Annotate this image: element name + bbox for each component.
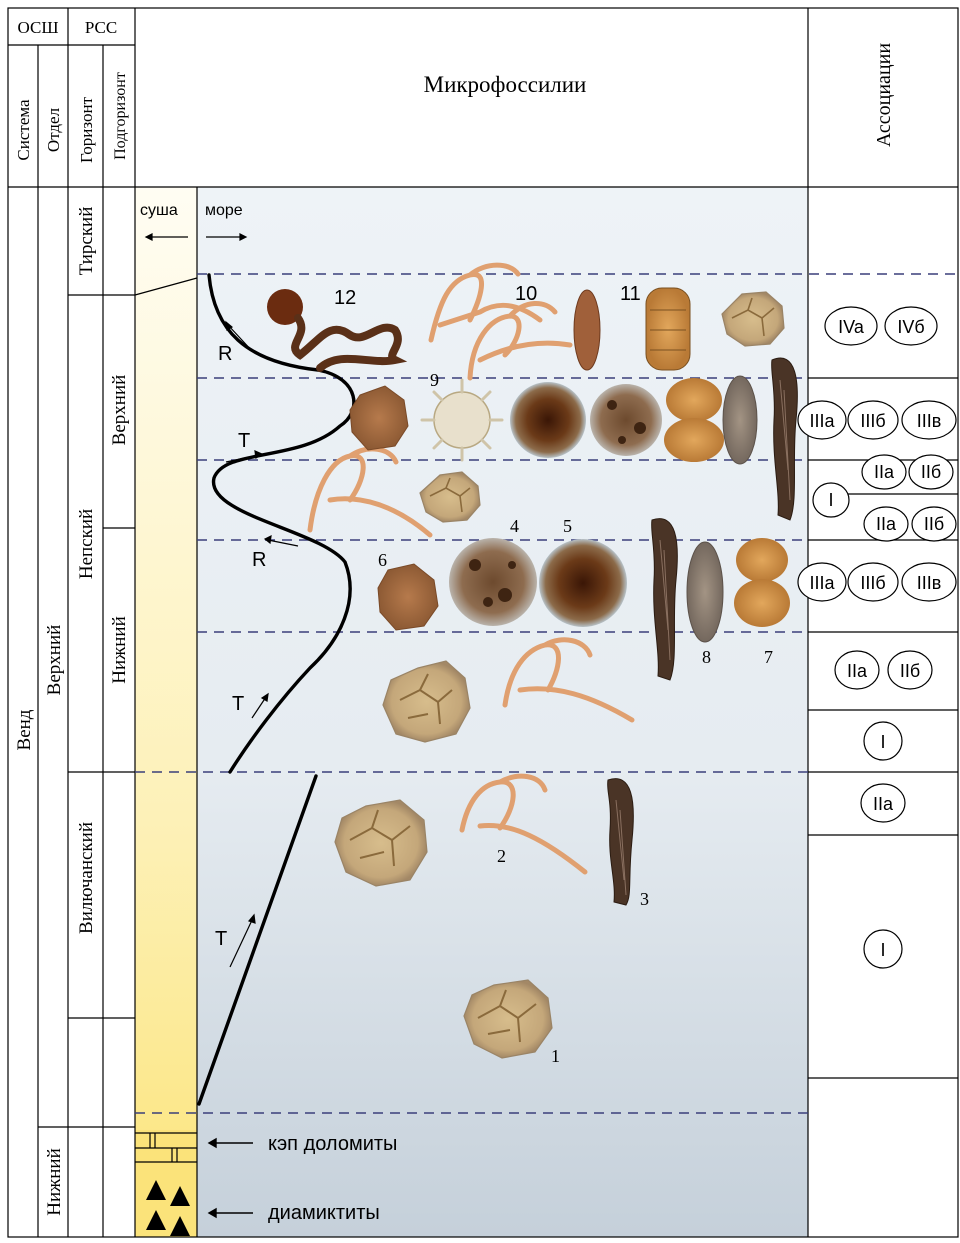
- assoc-IIIc-lower: IIIв: [917, 573, 942, 593]
- elongate-cell-icon: [574, 290, 600, 370]
- association-labels: IVa IVб IIIa IIIб IIIв IIa IIб I IIa IIб…: [809, 317, 944, 960]
- land-column: [135, 187, 197, 1237]
- label-horizon-nep: Непский: [76, 509, 97, 579]
- label-division-upper: Верхний: [44, 625, 65, 696]
- assoc-IIa-3: IIa: [847, 661, 868, 681]
- speckled-sphere-icon: [590, 384, 662, 456]
- label-system-vend: Венд: [14, 709, 35, 750]
- label-transgression-1: T: [238, 430, 250, 452]
- ovoid-icon: [723, 376, 757, 464]
- spiny-acritarch-icon: [422, 380, 502, 460]
- header-rss: РСС: [85, 18, 117, 37]
- label-cap-dolomites: кэп доломиты: [268, 1133, 397, 1155]
- ovoid-icon: [687, 542, 723, 642]
- specimen-number-11: 11: [620, 283, 641, 305]
- specimen-number-6: 6: [378, 550, 387, 570]
- assoc-IVa: IVa: [838, 317, 865, 337]
- specimen-number-1: 1: [551, 1046, 560, 1066]
- assoc-I-2: I: [880, 732, 885, 752]
- diamictite-bed: [135, 1130, 197, 1237]
- assoc-IIIa-upper: IIIa: [809, 411, 835, 431]
- label-land: суша: [140, 202, 178, 219]
- label-sea: море: [205, 202, 243, 219]
- assoc-IIIc-upper: IIIв: [917, 411, 942, 431]
- label-transgression-3: T: [215, 928, 227, 950]
- assoc-IIb-1: IIб: [921, 462, 941, 482]
- assoc-IIIa-lower: IIIa: [809, 573, 835, 593]
- specimen-number-2: 2: [497, 846, 506, 866]
- assoc-IIa-1: IIa: [874, 462, 895, 482]
- label-subhorizon-lower: Нижний: [109, 616, 130, 684]
- label-horizon-tir: Тирский: [76, 207, 97, 276]
- header-horizon: Горизонт: [77, 96, 96, 163]
- assoc-IIa-2: IIa: [876, 514, 897, 534]
- assoc-IVb: IVб: [897, 317, 924, 337]
- dark-sphere-icon: [539, 539, 627, 627]
- dark-sphere-icon: [510, 382, 586, 458]
- label-transgression-2: T: [232, 693, 244, 715]
- specimen-number-7: 7: [764, 647, 773, 667]
- header-microfossils: Микрофоссилии: [424, 72, 587, 97]
- specimen-number-12: 12: [334, 287, 356, 309]
- header-associations: Ассоциации: [873, 43, 895, 147]
- label-subhorizon-upper: Верхний: [109, 375, 130, 446]
- label-division-lower: Нижний: [44, 1148, 65, 1216]
- specimen-number-5: 5: [563, 516, 572, 536]
- assoc-IIb-3: IIб: [900, 661, 920, 681]
- specimen-number-10: 10: [515, 283, 537, 305]
- assoc-I-1: I: [828, 490, 833, 510]
- label-diamictites: диамиктиты: [268, 1202, 380, 1224]
- header-system: Система: [14, 99, 33, 161]
- speckled-sphere-icon: [449, 538, 537, 626]
- assoc-IIa-4: IIa: [873, 794, 894, 814]
- header-division: Отдел: [44, 107, 63, 152]
- header-subhorizon: Подгоризонт: [112, 72, 129, 160]
- specimen-number-4: 4: [510, 516, 519, 536]
- label-regression-lower: R: [252, 549, 266, 571]
- label-horizon-vil: Вилючанский: [76, 822, 97, 934]
- header-osh: ОСШ: [18, 18, 59, 37]
- specimen-number-8: 8: [702, 647, 711, 667]
- assoc-IIIb-lower: IIIб: [860, 573, 885, 593]
- association-ovals: [798, 307, 956, 968]
- specimen-number-3: 3: [640, 889, 649, 909]
- assoc-IIIb-upper: IIIб: [860, 411, 885, 431]
- assoc-I-3: I: [880, 940, 885, 960]
- colonial-cluster-icon: [646, 288, 690, 370]
- assoc-IIb-2: IIб: [924, 514, 944, 534]
- label-regression-upper: R: [218, 343, 232, 365]
- specimen-number-9: 9: [430, 370, 439, 390]
